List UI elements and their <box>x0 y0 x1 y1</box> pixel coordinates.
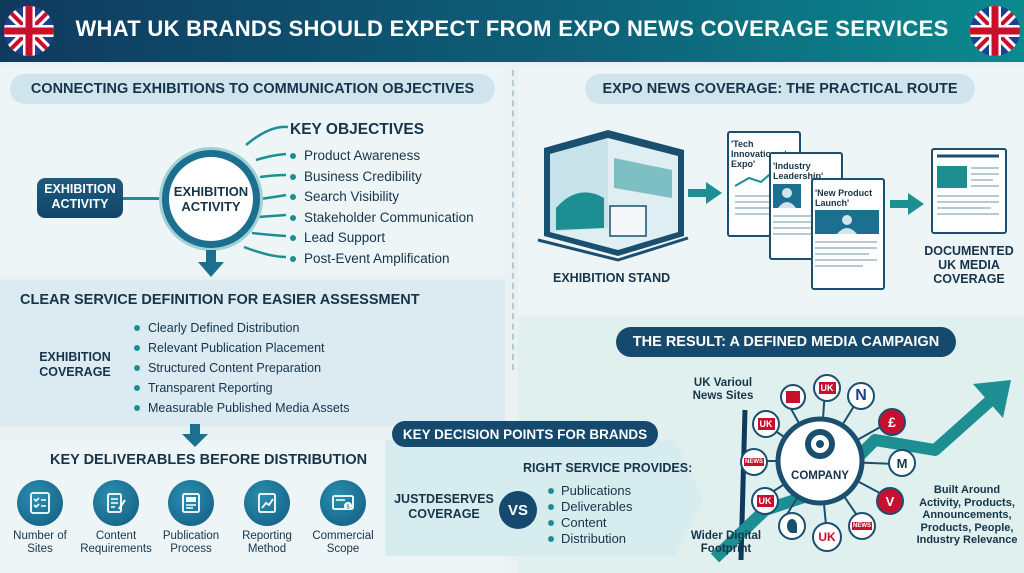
commercial-icon: $ <box>320 480 366 526</box>
definition-item: Structured Content Preparation <box>134 358 350 378</box>
document-icon <box>937 154 999 215</box>
news-site-icon <box>780 384 806 410</box>
deliverables-heading: KEY DELIVERABLES BEFORE DISTRIBUTION <box>50 452 368 468</box>
objective-item: Product Awareness <box>290 146 474 167</box>
news-site-label: V <box>876 487 904 515</box>
decision-backdrop <box>385 440 703 556</box>
news-site-label: UK <box>757 418 775 430</box>
deliverable-label: Publication Process <box>162 530 220 555</box>
report-icon <box>244 480 290 526</box>
practical-route-heading: EXPO NEWS COVERAGE: THE PRACTICAL ROUTE <box>585 74 975 104</box>
service-definition-heading: CLEAR SERVICE DEFINITION FOR EASIER ASSE… <box>20 292 420 308</box>
objective-item: Post-Event Amplification <box>290 249 474 270</box>
documented-coverage-label: DOCUMENTED UK MEDIA COVERAGE <box>924 244 1014 286</box>
news-site-label: £ <box>878 408 906 436</box>
news-site-label: UK <box>756 495 774 507</box>
page-title: WHAT UK BRANDS SHOULD EXPECT FROM EXPO N… <box>75 16 949 41</box>
objective-item: Search Visibility <box>290 187 474 208</box>
news-site-icon: UK <box>752 410 780 438</box>
article-title: 'Industry Leadership' <box>773 161 824 181</box>
service-item: Distribution <box>548 531 633 547</box>
objectives-heading: CONNECTING EXHIBITIONS TO COMMUNICATION … <box>10 74 495 104</box>
svg-text:$: $ <box>346 504 350 511</box>
news-site-icon: NEWS <box>740 448 768 476</box>
company-hub-label: COMPANY <box>791 470 849 482</box>
deliverable-label: Reporting Method <box>242 530 292 555</box>
news-site-label: UK <box>812 522 842 552</box>
news-site-label: NEWS <box>852 522 872 530</box>
down-arrow-icon <box>198 250 224 277</box>
vs-badge: VS <box>499 491 537 529</box>
news-site-label: UK <box>818 382 836 394</box>
badge-connector <box>123 197 163 200</box>
exhibition-stand-label: EXHIBITION STAND <box>553 271 671 285</box>
service-item: Content <box>548 515 633 531</box>
exhibition-coverage-label: EXHIBITION COVERAGE <box>39 350 111 379</box>
objectives-connectors <box>243 125 289 259</box>
media-coverage-document <box>931 148 1007 234</box>
uk-flag-icon <box>4 6 54 56</box>
definition-item: Transparent Reporting <box>134 378 350 398</box>
exhibition-activity-badge-label: EXHIBITION ACTIVITY <box>44 182 116 211</box>
header-banner: WHAT UK BRANDS SHOULD EXPECT FROM EXPO N… <box>0 0 1024 62</box>
article-person-icon <box>773 184 831 235</box>
objective-item: Lead Support <box>290 228 474 249</box>
section-divider <box>512 70 514 370</box>
news-sites-label: UK Varioul News Sites <box>692 377 754 402</box>
decision-heading: KEY DECISION POINTS FOR BRANDS <box>392 421 658 447</box>
objective-item: Stakeholder Communication <box>290 208 474 229</box>
deliverable-publication-process: Publication Process <box>153 480 229 556</box>
justdeserves-coverage-label: JUSTDESERVES COVERAGE <box>394 492 494 521</box>
service-definition-panel <box>0 280 505 426</box>
objectives-list: Product Awareness Business Credibility S… <box>290 146 474 270</box>
service-item: Publications <box>548 483 633 499</box>
exhibition-activity-hub-label: EXHIBITION ACTIVITY <box>173 184 249 214</box>
news-site-label: NEWS <box>744 458 764 466</box>
deliverable-number-of-sites: Number of Sites <box>2 480 78 556</box>
right-service-list: Publications Deliverables Content Distri… <box>548 483 633 547</box>
down-arrow-icon <box>182 424 208 447</box>
article-title: 'Tech Innovation at Expo' <box>731 139 787 169</box>
company-network <box>753 389 898 537</box>
objective-item: Business Credibility <box>290 167 474 188</box>
news-site-icon: UK <box>813 374 841 402</box>
key-objectives-title: KEY OBJECTIVES <box>290 121 425 138</box>
news-site-label: N <box>847 382 875 410</box>
media-campaign-heading: THE RESULT: A DEFINED MEDIA CAMPAIGN <box>616 327 956 357</box>
checklist-icon <box>17 480 63 526</box>
publication-icon <box>168 480 214 526</box>
deliverable-content-requirements: Content Requirements <box>78 480 154 556</box>
news-site-icon: UK <box>751 487 779 515</box>
deliverable-reporting-method: Reporting Method <box>229 480 305 556</box>
deliverable-label: Commercial Scope <box>312 530 374 555</box>
right-service-title: RIGHT SERVICE PROVIDES: <box>523 461 693 475</box>
definition-item: Relevant Publication Placement <box>134 338 350 358</box>
definition-item: Measurable Published Media Assets <box>134 398 350 418</box>
deliverable-label: Number of Sites <box>13 530 67 555</box>
deliverable-label: Content Requirements <box>80 530 152 555</box>
wider-footprint-label: Wider Digital Footprint <box>690 530 762 555</box>
uk-flag-icon <box>970 6 1020 56</box>
service-item: Deliverables <box>548 499 633 515</box>
built-around-label: Built Around Activity, Products, Announc… <box>916 484 1018 546</box>
right-arrow-icon <box>890 193 924 215</box>
news-site-label: M <box>888 449 916 477</box>
article-title: 'New Product Launch' <box>815 188 873 208</box>
news-site-icon <box>778 512 806 540</box>
definition-item: Clearly Defined Distribution <box>134 318 350 338</box>
news-site-icon: NEWS <box>848 512 876 540</box>
exhibition-activity-hub <box>162 150 260 248</box>
document-pen-icon <box>93 480 139 526</box>
right-arrow-icon <box>688 182 722 204</box>
exhibition-stand-illustration <box>537 130 689 262</box>
service-definition-list: Clearly Defined Distribution Relevant Pu… <box>134 318 350 418</box>
deliverable-commercial-scope: $ Commercial Scope <box>305 480 381 556</box>
exhibition-activity-badge <box>37 178 123 218</box>
article-product-icon <box>815 210 879 267</box>
